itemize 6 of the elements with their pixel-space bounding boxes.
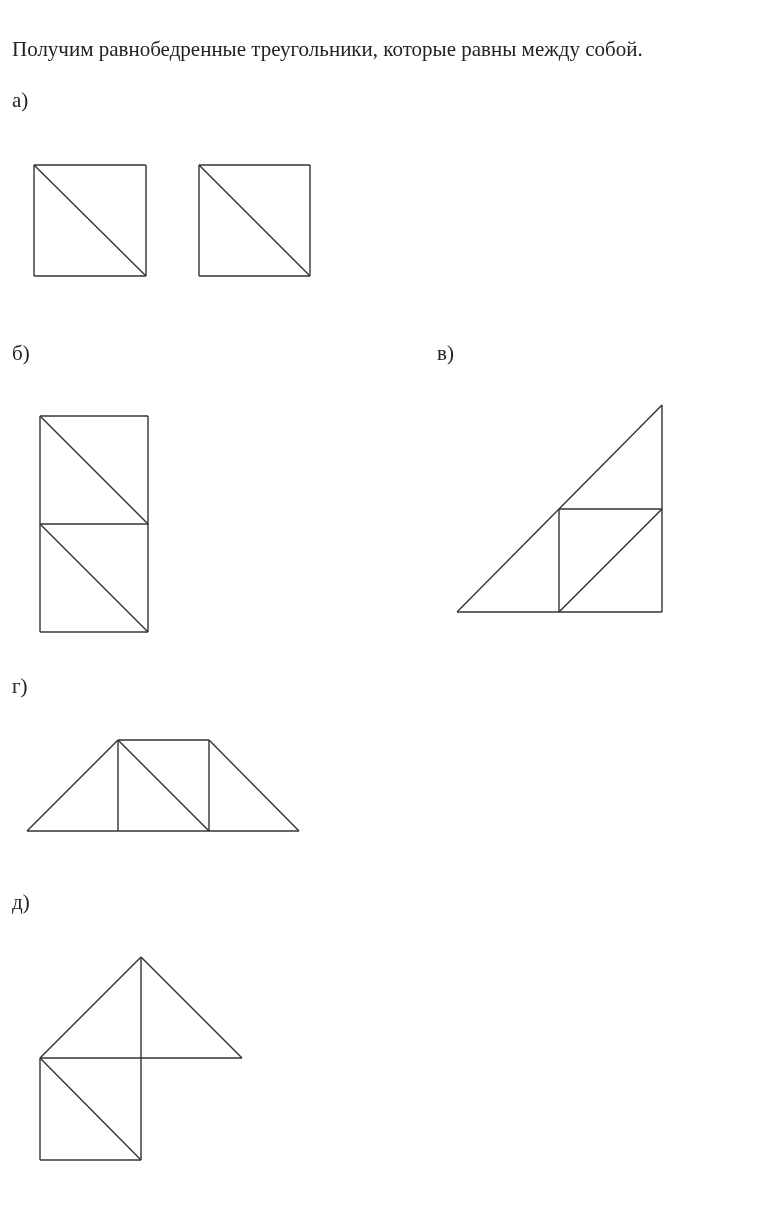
part-label: а): [12, 88, 29, 113]
part-label: г): [12, 674, 28, 699]
part-label: д): [12, 890, 30, 915]
part-label: б): [12, 341, 30, 366]
part-label: в): [437, 341, 454, 366]
heading-text: Получим равнобедренные треугольники, которые равны между собой.: [12, 37, 643, 62]
